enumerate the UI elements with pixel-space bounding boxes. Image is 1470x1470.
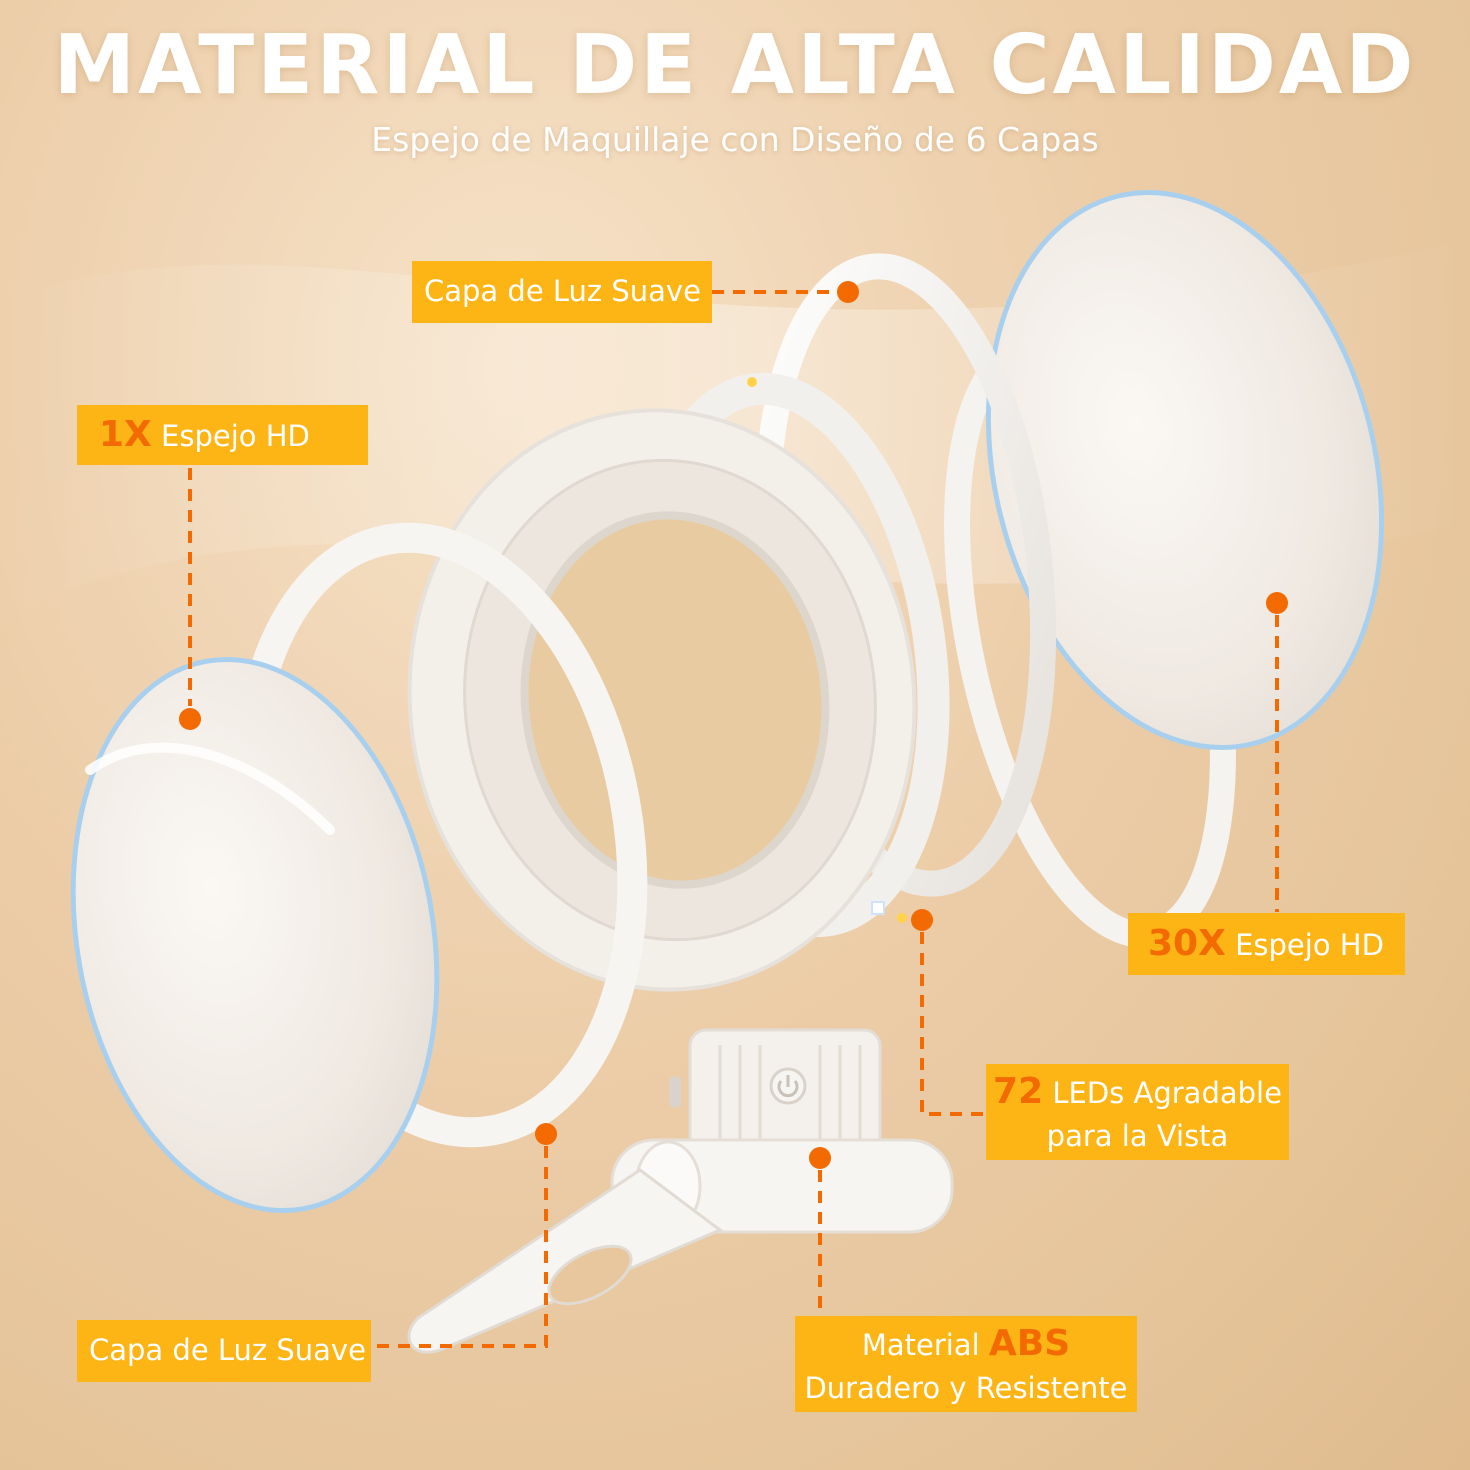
leader-dot <box>911 909 933 931</box>
label-line: 1X Espejo HD <box>99 411 356 460</box>
led-dot <box>897 913 907 923</box>
label-highlight: 30X <box>1148 922 1226 964</box>
leader-soft-light-bottom <box>372 1146 548 1348</box>
label-mirror-30x: 30X Espejo HD <box>1128 913 1405 975</box>
label-text: Espejo HD <box>151 418 310 453</box>
label-text: Espejo HD <box>1225 927 1384 962</box>
leader-dot <box>837 281 859 303</box>
label-text: Capa de Luz Suave <box>89 1333 366 1368</box>
housing-opening <box>520 511 830 889</box>
page-title: MATERIAL DE ALTA CALIDAD <box>53 18 1417 113</box>
led-dot-white <box>871 901 885 915</box>
label-text: LEDs Agradable <box>1043 1076 1282 1111</box>
leader-lines <box>188 290 1279 1348</box>
label-highlight: ABS <box>988 1323 1071 1365</box>
mirror-1x-disc <box>70 656 440 1214</box>
label-text: Material <box>861 1328 989 1363</box>
stand-foot <box>407 1168 723 1354</box>
leader-dot <box>1266 592 1288 614</box>
label-mirror-1x: 1X Espejo HD <box>77 405 368 465</box>
stand-foot-hole <box>547 1244 633 1306</box>
label-soft-light-top: Capa de Luz Suave <box>412 261 712 323</box>
page-subtitle: Espejo de Maquillaje con Diseño de 6 Cap… <box>371 120 1099 159</box>
stand-vent-lines <box>718 1045 862 1150</box>
leader-leds <box>920 932 986 1116</box>
label-line-1: 72 LEDs Agradable <box>993 1068 1282 1117</box>
label-soft-light-bottom: Capa de Luz Suave <box>77 1320 371 1382</box>
label-line-2: para la Vista <box>1046 1118 1229 1153</box>
power-button-icon <box>769 1067 807 1105</box>
led-dot <box>747 377 757 387</box>
label-text: Capa de Luz Suave <box>424 274 701 309</box>
label-highlight: 1X <box>99 413 152 455</box>
label-line: 30X Espejo HD <box>1148 920 1393 969</box>
label-line-1: Material ABS <box>862 1320 1070 1369</box>
label-material: Material ABS Duradero y Resistente <box>795 1316 1137 1412</box>
mirror-30x-disc <box>985 190 1385 750</box>
leader-dot <box>179 708 201 730</box>
label-leds: 72 LEDs Agradable para la Vista <box>986 1064 1289 1160</box>
leader-dot <box>535 1123 557 1145</box>
label-highlight: 72 <box>993 1071 1044 1113</box>
usb-c-port-icon <box>669 1076 681 1108</box>
leader-dots <box>179 281 1288 1169</box>
mirror-1x-highlight <box>85 742 335 835</box>
label-line-2: Duradero y Resistente <box>804 1370 1128 1405</box>
leader-dot <box>809 1147 831 1169</box>
